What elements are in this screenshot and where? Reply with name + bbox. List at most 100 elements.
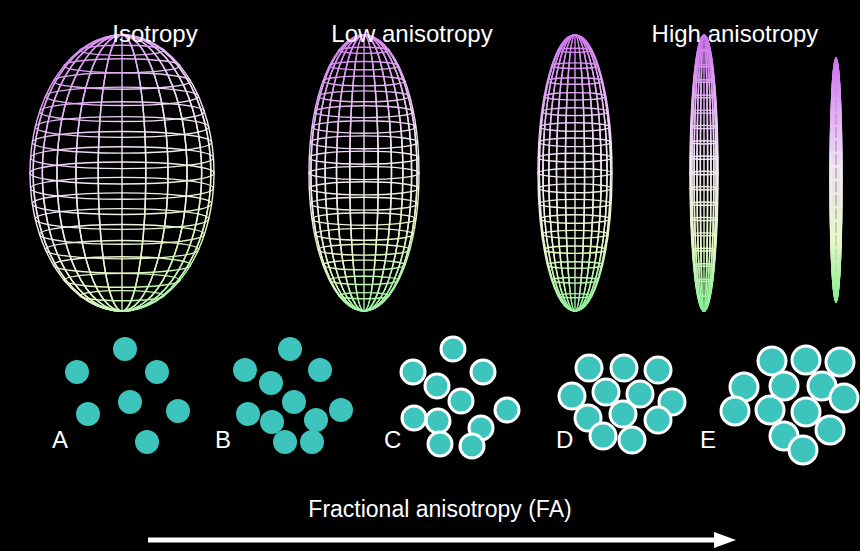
longitude-line [538,35,612,311]
longitude-line [703,35,704,311]
longitude-line [831,58,841,302]
longitude-line [30,35,214,311]
axon [65,360,89,384]
panel-letter: E [700,428,716,452]
axon [830,384,858,412]
longitude-line [697,35,711,311]
axon [76,402,100,426]
axon [460,434,484,458]
ellipsoid [30,35,214,311]
longitude-line [311,35,417,311]
axon [590,423,616,449]
longitude-line [539,35,610,311]
longitude-line [350,35,378,311]
longitude-line [57,35,187,311]
axon [402,406,426,430]
axon [113,337,137,361]
ellipsoid [538,35,612,311]
longitude-line [33,35,211,311]
axon [816,416,844,444]
longitude-line [543,35,607,311]
axon [593,379,619,405]
fa-arrow-head [714,532,736,548]
axon [425,374,449,398]
longitude-line [309,35,419,311]
longitude-line [325,35,403,311]
longitude-line [694,35,714,311]
longitude-line [57,35,187,311]
axon [426,409,450,433]
axon [449,389,473,413]
longitude-line [700,35,707,311]
longitude-line [76,35,168,311]
longitude-line [42,35,201,311]
longitude-line [835,58,836,302]
longitude-line [690,35,717,311]
ellipsoid [690,35,718,311]
axon [118,390,142,414]
anisotropy-heading: Low anisotropy [331,22,492,46]
axon [260,410,284,434]
axon [559,383,585,409]
axon [308,358,332,382]
longitude-line [337,35,392,311]
longitude-line [690,35,718,311]
longitude-line [557,35,594,311]
axon [610,401,636,427]
longitude-line [549,35,601,311]
longitude-line [834,58,837,302]
axon [401,360,425,384]
anisotropy-heading: High anisotropy [652,22,819,46]
axon [495,398,519,422]
longitude-line [832,58,840,302]
longitude-line [42,35,201,311]
axon [304,408,328,432]
axon [166,399,190,423]
axon [259,371,283,395]
axon [645,357,671,383]
longitude-line [830,58,842,302]
longitude-line [694,35,714,311]
longitude-line [33,35,211,311]
anisotropy-heading: Isotropy [112,22,197,46]
axon [789,436,817,464]
longitude-line [543,35,607,311]
panel-letter: A [52,428,68,452]
axon [233,358,257,382]
longitude-line [350,35,378,311]
panel-letter: C [384,428,401,452]
axis-label: Fractional anisotropy (FA) [308,498,571,521]
longitude-line [121,35,122,311]
axon [826,348,854,376]
longitude-line [574,35,575,311]
longitude-line [76,35,168,311]
axon [145,360,169,384]
longitude-line [832,58,840,302]
axon [236,402,260,426]
longitude-line [98,35,146,311]
longitude-line [565,35,584,311]
longitude-line [337,35,392,311]
axon [721,397,749,425]
longitude-line [311,35,417,311]
longitude-line [700,35,707,311]
ellipsoid [309,35,419,311]
longitude-line [549,35,601,311]
longitude-line [833,58,839,302]
axon [428,432,452,456]
axon [792,398,820,426]
longitude-line [692,35,716,311]
longitude-line [363,35,364,311]
axon [282,390,306,414]
longitude-line [834,58,837,302]
axon [329,398,353,422]
longitude-line [831,58,841,302]
axon [619,427,645,453]
axon [576,355,602,381]
axon [611,355,637,381]
axon [273,430,297,454]
axon [792,346,820,374]
longitude-line [565,35,584,311]
